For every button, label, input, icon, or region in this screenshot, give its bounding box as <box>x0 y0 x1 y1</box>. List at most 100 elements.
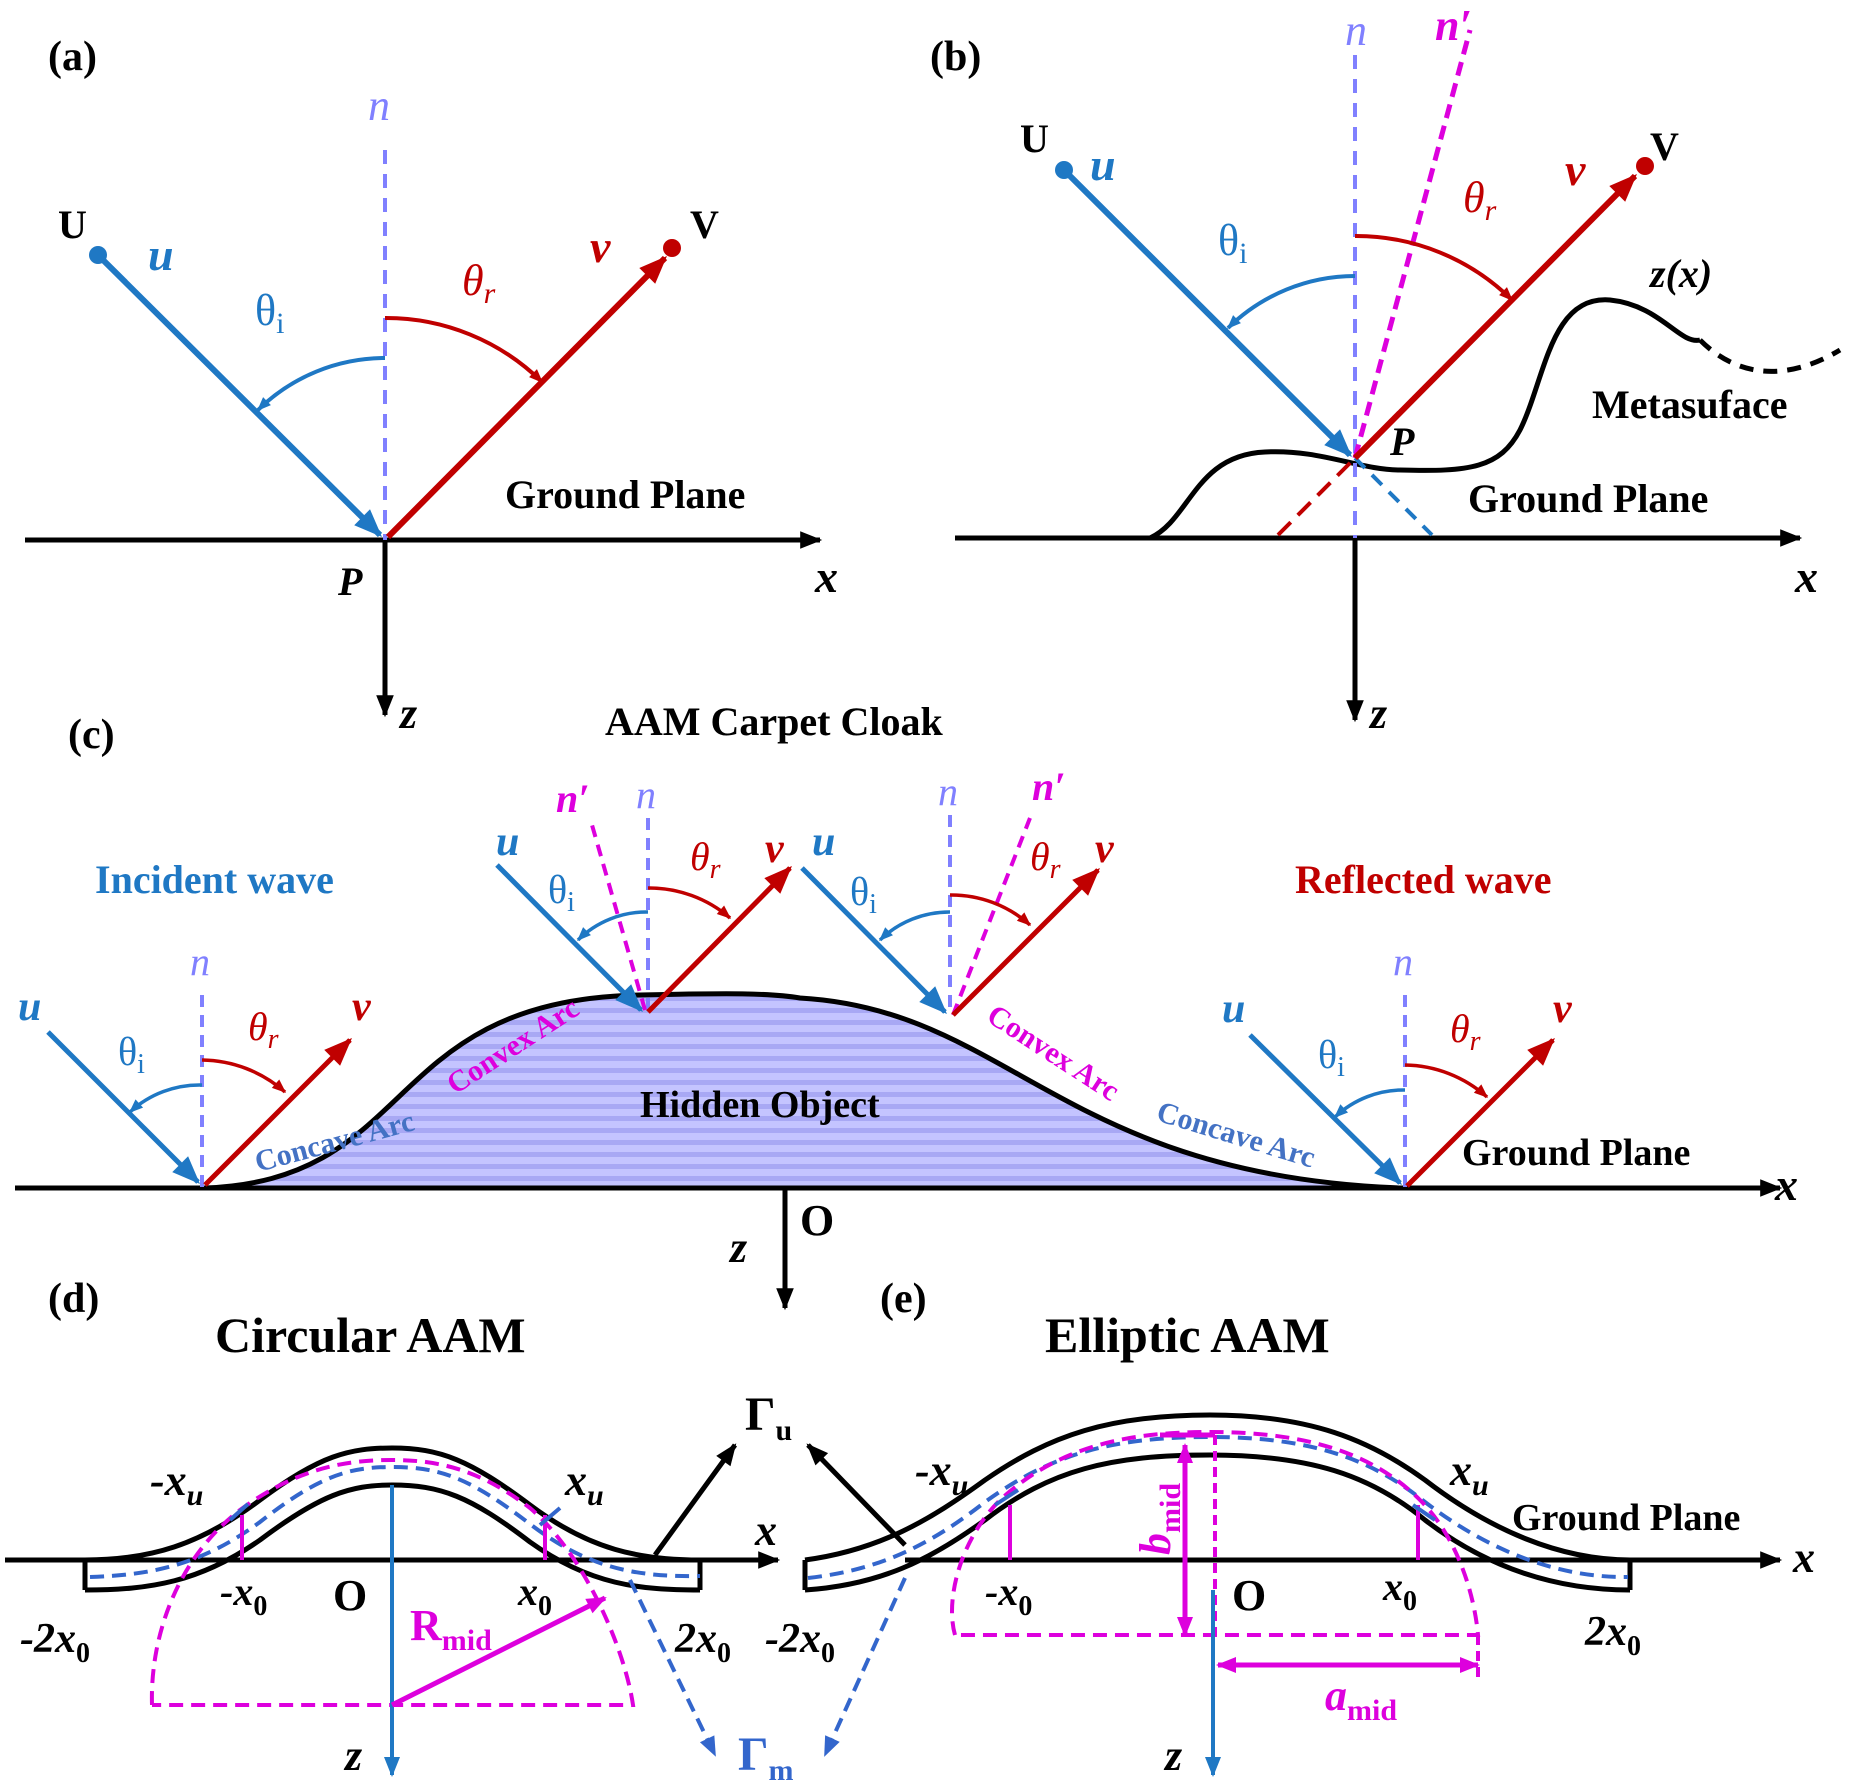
panel-e-label: (e) <box>880 1276 927 1322</box>
panel-a: (a) n U u V v θi θr Ground Plane P x z <box>25 34 838 738</box>
panel-c-label: (c) <box>68 712 115 758</box>
theta-r-label: θr <box>248 1004 279 1055</box>
z-label: z <box>398 689 417 738</box>
neg-x0-label: -x0 <box>985 1569 1032 1622</box>
theta-r-label: θr <box>690 834 721 885</box>
incident-wave-label: Incident wave <box>95 857 334 902</box>
U-label: U <box>1020 116 1049 161</box>
z-label: z <box>728 1223 747 1272</box>
P-label: P <box>337 559 363 604</box>
theta-i-label: θi <box>255 286 284 340</box>
theta-r-arc <box>949 893 1032 927</box>
reflected-continuation <box>1276 456 1357 537</box>
theta-r-arc <box>384 315 544 384</box>
reflected-ray <box>951 868 1100 1017</box>
ray-set-convex-left: n n′ u v θi θr <box>495 772 792 1014</box>
neg-xu-label: -xu <box>915 1446 968 1502</box>
shell-outer <box>84 1445 701 1563</box>
hidden-object-label: Hidden Object <box>640 1084 880 1126</box>
theta-r-arc <box>647 886 732 920</box>
point-v <box>663 239 681 257</box>
a-mid-label: amid <box>1325 1671 1397 1727</box>
v-label: v <box>1095 826 1115 872</box>
gamma-u-label: Γu <box>745 1388 792 1447</box>
incident-ray <box>800 866 947 1014</box>
b-mid-label: bmid <box>1131 1483 1187 1555</box>
metasurface-continuation <box>1698 338 1842 374</box>
gamma-m-arrow-left <box>628 1579 717 1757</box>
incident-continuation <box>1353 456 1434 537</box>
ground-plane-label: Ground Plane <box>1468 476 1708 521</box>
local-normal-label: n′ <box>556 776 590 821</box>
local-normal-label: n′ <box>1435 1 1472 50</box>
theta-i-label: θi <box>548 867 575 918</box>
tick-neg-xu <box>993 1488 1020 1507</box>
metasurface-curve <box>1148 297 1701 541</box>
reflected-ray <box>1352 173 1638 461</box>
U-label: U <box>58 202 87 247</box>
reflected-ray <box>203 1038 352 1187</box>
mid-ellipse-construction <box>950 1429 1481 1637</box>
theta-i-label: θi <box>1218 216 1247 270</box>
panel-c-title: AAM Carpet Cloak <box>605 699 943 744</box>
neg-xu-label: -xu <box>150 1456 203 1512</box>
local-normal-line <box>588 817 647 1011</box>
theta-r-label: θr <box>1450 1006 1481 1057</box>
reflected-ray <box>385 255 668 540</box>
z-label: z <box>1163 1731 1182 1780</box>
v-label: v <box>765 826 785 872</box>
incident-ray <box>95 252 383 538</box>
shell-inner <box>804 1452 1631 1593</box>
mid-circle-construction <box>149 1457 636 1707</box>
normal-label: n <box>190 939 210 984</box>
theta-i-label: θi <box>1318 1032 1345 1083</box>
reflected-ray <box>1405 1038 1555 1188</box>
reflected-ray <box>646 866 792 1014</box>
reflected-wave-label: Reflected wave <box>1295 857 1552 902</box>
ray-set-left: n u v θi θr <box>18 939 372 1188</box>
mid-curve <box>89 1464 701 1579</box>
x0-label: x0 <box>517 1569 552 1622</box>
u-label: u <box>1090 139 1116 190</box>
incident-ray <box>1061 167 1353 458</box>
panel-c: (c) AAM Carpet Cloak Incident wave Refle… <box>15 699 1798 1311</box>
theta-r-label: θr <box>1463 173 1497 227</box>
v-label: v <box>352 984 372 1030</box>
local-normal-label: n′ <box>1032 764 1066 809</box>
panel-e: (e) Elliptic AAM -xu xu -x0 x0 <box>765 1276 1815 1780</box>
gamma-u-arrow-left <box>652 1443 738 1557</box>
local-normal-line <box>951 817 1032 1016</box>
origin-label: O <box>800 1196 834 1245</box>
origin-label: O <box>1232 1571 1266 1620</box>
normal-label: n <box>938 769 958 814</box>
z-label: z <box>1368 689 1387 738</box>
r-mid-label: Rmid <box>410 1601 492 1657</box>
u-label: u <box>496 819 519 865</box>
gamma-u-arrow-right <box>806 1443 907 1547</box>
point-v <box>1636 157 1654 175</box>
theta-i-arc <box>128 1083 203 1114</box>
x0-label: x0 <box>1382 1564 1417 1617</box>
theta-r-arc <box>1404 1063 1489 1099</box>
hidden-object-region <box>205 993 1400 1188</box>
gamma-m-label: Γm <box>738 1728 794 1782</box>
ground-plane-label: Ground Plane <box>1512 1497 1740 1539</box>
ground-plane-label: Ground Plane <box>505 472 745 517</box>
incident-ray <box>1248 1033 1402 1185</box>
tick-neg-xu <box>228 1502 250 1522</box>
cloak-curve <box>204 991 1401 1191</box>
mid-curve <box>807 1434 1629 1580</box>
u-label: u <box>1222 986 1245 1032</box>
u-label: u <box>812 819 835 865</box>
xu-label: xu <box>1449 1446 1489 1502</box>
theta-r-arc <box>201 1058 287 1094</box>
neg-2x0-label: -2x0 <box>20 1616 90 1669</box>
x-label: x <box>814 551 838 602</box>
pos-2x0-label: 2x0 <box>1584 1609 1641 1662</box>
x-label: x <box>1794 551 1818 602</box>
metasurface-label: Metasuface <box>1592 382 1787 427</box>
v-label: v <box>590 221 611 272</box>
panel-d: (d) Circular AAM -xu xu -x0 x0 O Rmid <box>5 1276 781 1780</box>
